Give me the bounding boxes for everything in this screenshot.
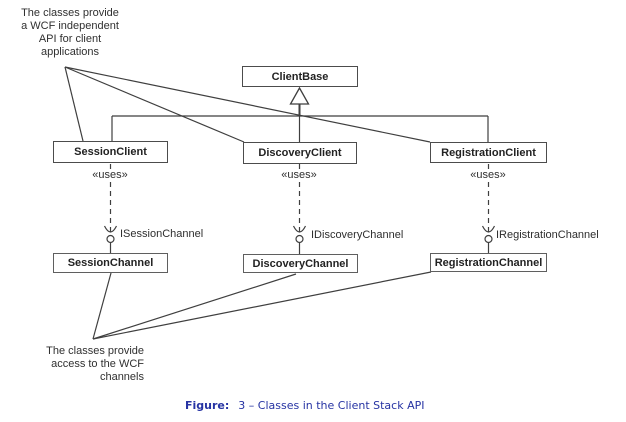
interface-label-isessionchannel: ISessionChannel (120, 228, 204, 240)
bottom-note-line-discovery (92, 273, 297, 340)
class-box-discoverychannel: DiscoveryChannel (243, 254, 358, 273)
bottom-annotation-note: The classes provide access to the WCF ch… (46, 345, 144, 383)
top-note-line-discovery (64, 66, 245, 143)
class-box-registrationclient: RegistrationClient (430, 142, 547, 163)
uses-stereotype-session: «uses» (86, 169, 134, 181)
top-note-line-registration (64, 66, 431, 143)
class-box-sessionchannel: SessionChannel (53, 253, 168, 273)
interface-label-idiscoverychannel: IDiscoveryChannel (311, 229, 404, 241)
figure-caption-text: 3 – Classes in the Client Stack API (238, 399, 425, 412)
generalization-triangle-icon (289, 86, 310, 105)
top-note-line-session (64, 66, 84, 142)
class-box-discoveryclient: DiscoveryClient (243, 142, 357, 164)
top-annotation-note: The classes provide a WCF independent AP… (21, 7, 119, 58)
socket-icon (481, 225, 496, 233)
uses-stereotype-registration: «uses» (464, 169, 512, 181)
lollipop-icon (484, 234, 493, 244)
socket-icon (103, 225, 118, 233)
figure-caption-label: Figure: (185, 399, 230, 412)
bottom-note-line-registration (92, 271, 432, 340)
class-box-sessionclient: SessionClient (53, 141, 168, 163)
lollipop-icon (295, 234, 304, 244)
class-box-registrationchannel: RegistrationChannel (430, 253, 547, 272)
lollipop-icon (106, 234, 115, 244)
uses-stereotype-discovery: «uses» (275, 169, 323, 181)
figure-caption: Figure: 3 – Classes in the Client Stack A… (185, 399, 424, 412)
bottom-note-line-session (92, 272, 112, 340)
interface-label-iregistrationchannel: IRegistrationChannel (496, 229, 599, 241)
socket-icon (292, 225, 307, 233)
class-box-clientbase: ClientBase (242, 66, 358, 87)
